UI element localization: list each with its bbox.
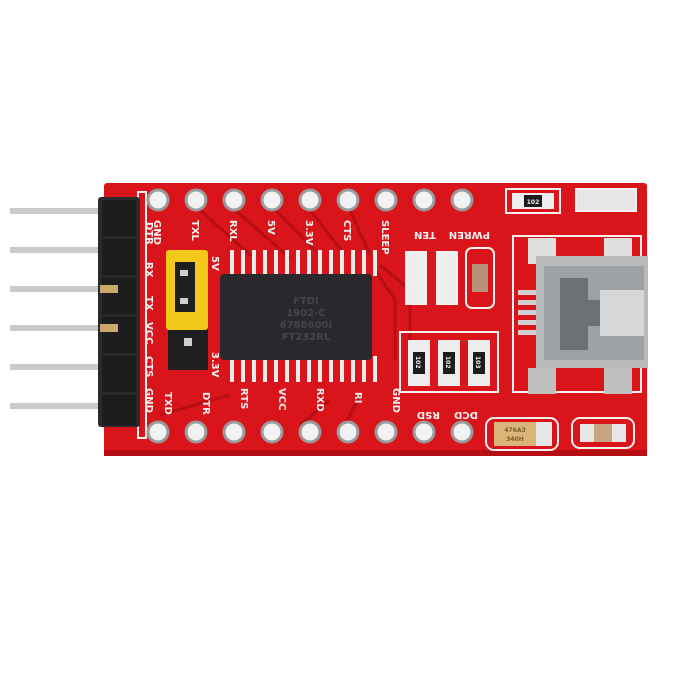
pad-label: DCD (454, 409, 478, 420)
resistor-code: 102 (527, 199, 540, 206)
resistor-code: 103 (474, 356, 481, 369)
chip-pins (230, 250, 377, 382)
top-pad-labels: GND TXL RXL 5V 3.3V CTS SLEEP TEN PWREN (151, 220, 490, 255)
pad-label: TEN (414, 229, 436, 240)
header-label: CTS (143, 356, 154, 377)
leds (405, 247, 495, 309)
pad-label: VCC (276, 388, 287, 410)
pin-header (98, 197, 140, 427)
header-labels: DTR RX TX VCC CTS GND (143, 222, 154, 413)
pad-label: RI (352, 392, 363, 403)
header-label: TX (143, 296, 154, 311)
header-label: VCC (143, 322, 154, 344)
header-label: RX (143, 262, 154, 278)
pad-label: RXD (314, 388, 325, 412)
bottom-pad-labels: TXD DTR RTS VCC RXD RI GND RSD DCD (162, 388, 478, 420)
resistor-code: 102 (444, 356, 451, 369)
resistors: 102 102 103 (399, 331, 499, 393)
cap-marking: 340H (506, 436, 524, 443)
ft232rl-chip: FTDI 1902-C 6788600I FT232RL (220, 274, 372, 360)
pad-label: RXL (227, 220, 238, 242)
pad-label: GND (151, 220, 162, 245)
bottom-pads (146, 420, 474, 444)
jumper-3v3-label: 3.3V (209, 352, 220, 378)
header-label: DTR (143, 222, 154, 245)
pad-label: CTS (341, 220, 352, 241)
pad-label: TXL (189, 220, 200, 242)
top-pads (146, 188, 474, 212)
mini-usb-connector[interactable] (512, 235, 648, 394)
pad-label: 3.3V (303, 220, 314, 246)
tantalum-capacitor: 476A3 340H (485, 417, 559, 451)
pad-label: RTS (238, 388, 249, 409)
header-pins (10, 208, 120, 409)
pcb-board (104, 183, 647, 456)
smd-capacitor (571, 417, 635, 449)
pad-label: 5V (265, 220, 276, 235)
pad-label: DTR (200, 392, 211, 415)
resistor-code: 102 (414, 356, 421, 369)
chip-line3: FT232RL (282, 332, 331, 343)
pad-label: RSD (417, 409, 440, 420)
pad-label: TXD (162, 392, 173, 415)
cap-marking: 476A3 (504, 427, 525, 434)
chip-line2: 6788600I (280, 320, 332, 331)
top-right-parts: 102 (505, 188, 637, 214)
chip-brand: FTDI (293, 296, 319, 307)
header-label: GND (143, 388, 154, 413)
jumper-5v-label: 5V (209, 256, 220, 271)
voltage-jumper[interactable]: 5V 3.3V (166, 250, 220, 378)
pad-label: PWREN (449, 229, 490, 240)
pad-label: SLEEP (379, 220, 390, 255)
pad-label: GND (390, 388, 401, 413)
chip-line1: 1902-C (286, 308, 325, 319)
